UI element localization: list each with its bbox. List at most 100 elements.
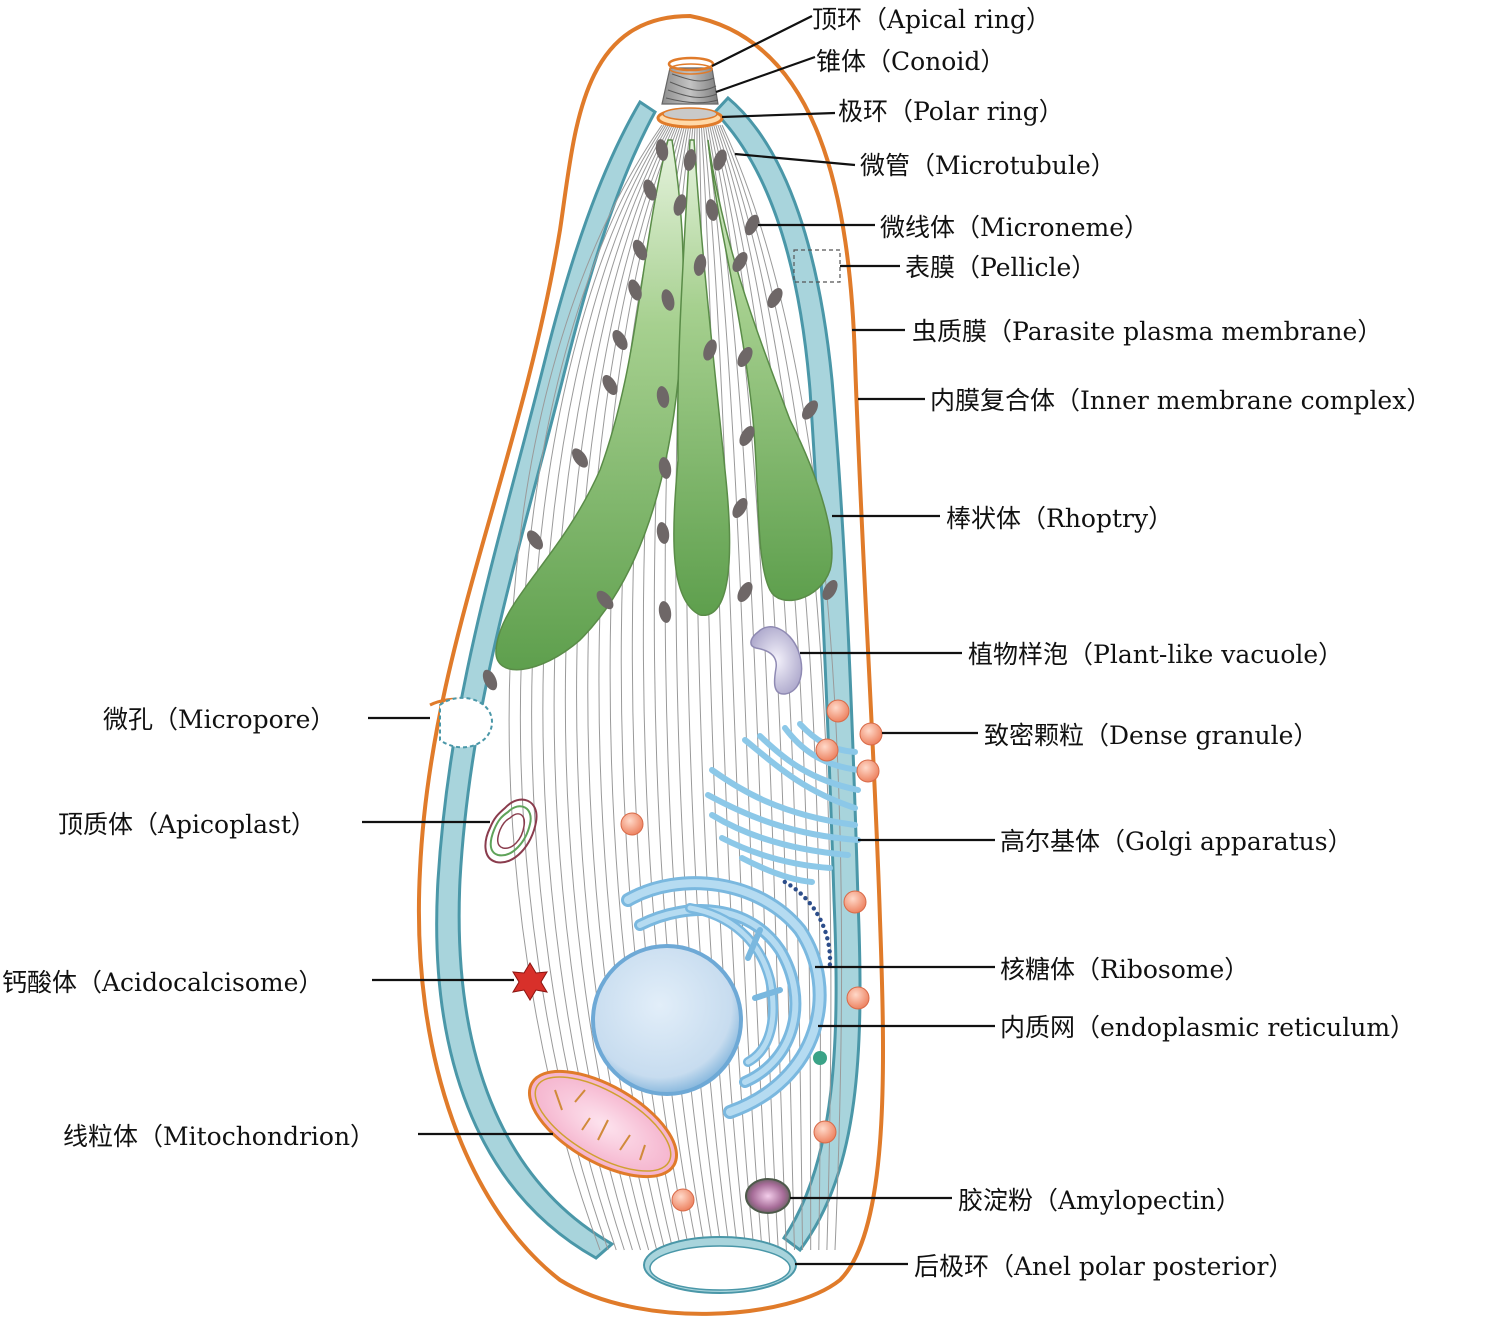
- ribosomes: [782, 879, 833, 967]
- acidocalcisome: [512, 962, 548, 1001]
- ribosome: [803, 896, 808, 901]
- ribosome: [793, 887, 798, 892]
- microtubule-strand: [719, 124, 832, 1251]
- microneme: [658, 601, 672, 623]
- microtubule-strand: [717, 124, 821, 1251]
- dense-granule: [813, 1120, 837, 1144]
- pellicle-marker: [793, 249, 841, 283]
- microneme: [527, 530, 543, 550]
- microtubule-strand: [704, 124, 771, 1251]
- inner-membrane-complex-right: [712, 95, 862, 1253]
- label-plasma-membrane: 虫质膜（Parasite plasma membrane）: [912, 317, 1382, 346]
- golgi-apparatus: [705, 721, 861, 885]
- microneme: [643, 179, 657, 201]
- ribosome: [827, 949, 832, 954]
- microneme: [683, 149, 697, 171]
- endoplasmic-reticulum: [621, 876, 827, 1119]
- microneme: [673, 194, 687, 216]
- microneme: [822, 580, 838, 600]
- dense-granule: [620, 812, 644, 836]
- microneme: [703, 339, 717, 361]
- label-ribosome: 核糖体（Ribosome）: [1000, 955, 1249, 984]
- microtubule-strand: [587, 124, 677, 1251]
- label-mitochondrion: 线粒体（Mitochondrion）: [63, 1122, 375, 1151]
- apicoplast: [484, 798, 538, 864]
- microneme: [737, 347, 753, 367]
- ribosome: [798, 891, 803, 896]
- microneme: [739, 426, 755, 446]
- dense-granule: [846, 986, 870, 1010]
- rhoptry-middle: [673, 139, 731, 616]
- label-amylopectin: 胶淀粉（Amylopectin）: [958, 1186, 1241, 1215]
- ribosome: [827, 962, 833, 967]
- ribosome: [788, 883, 793, 888]
- microneme: [656, 386, 670, 408]
- microtubule-strand: [721, 124, 843, 1251]
- posterior-polar-ring-hole: [649, 1245, 791, 1291]
- ribosome: [826, 942, 831, 947]
- microneme: [602, 375, 618, 395]
- label-posterior-ring: 后极环（Anel polar posterior）: [914, 1252, 1293, 1281]
- label-pellicle: 表膜（Pellicle）: [905, 253, 1096, 282]
- amylopectin: [745, 1178, 791, 1214]
- leader-conoid: [715, 55, 816, 94]
- label-inner-membrane: 内膜复合体（Inner membrane complex）: [930, 386, 1431, 415]
- label-golgi: 高尔基体（Golgi apparatus）: [1000, 827, 1353, 856]
- leader-microtubule: [734, 152, 856, 167]
- plant-like-vacuole: [750, 626, 803, 695]
- conoid: [661, 67, 719, 105]
- microneme: [693, 254, 707, 276]
- dense-granule: [859, 722, 883, 746]
- label-rhoptry: 棒状体（Rhoptry）: [946, 504, 1173, 533]
- apical-complex: [656, 56, 724, 129]
- label-apical-ring: 顶环（Apical ring）: [812, 5, 1051, 34]
- microneme: [737, 582, 753, 602]
- microneme: [767, 288, 783, 308]
- mitochondrion: [527, 1069, 679, 1179]
- inner-membrane-complex-left: [435, 99, 657, 1260]
- leader-lines: [362, 15, 995, 1266]
- leader-polar-ring: [721, 111, 836, 119]
- ribosome: [811, 906, 816, 911]
- label-apicoplast: 顶质体（Apicoplast）: [58, 810, 316, 839]
- apical-ring-inner: [669, 63, 713, 75]
- microneme: [632, 239, 648, 261]
- polar-ring-hole: [662, 107, 718, 121]
- microneme: [482, 669, 498, 691]
- label-polar-ring: 极环（Polar ring）: [838, 97, 1064, 126]
- microtubule-strand: [598, 124, 680, 1251]
- microneme: [802, 400, 818, 420]
- microneme: [732, 498, 748, 518]
- microneme: [572, 448, 588, 468]
- dense-granule: [671, 1188, 695, 1212]
- ribosome: [815, 911, 820, 917]
- label-dense-granule: 致密颗粒（Dense granule）: [984, 721, 1318, 750]
- ribosome: [821, 923, 826, 928]
- label-conoid: 锥体（Conoid）: [816, 47, 1005, 76]
- label-acidocalcisome: 钙酸体（Acidocalcisome）: [2, 968, 323, 997]
- microneme: [713, 149, 727, 171]
- microneme: [705, 199, 719, 221]
- label-micropore: 微孔（Micropore）: [103, 705, 335, 734]
- ribosome: [825, 936, 830, 941]
- label-microneme: 微线体（Microneme）: [880, 213, 1149, 242]
- dense-granule: [856, 759, 880, 783]
- label-microtubule: 微管（Microtubule）: [860, 151, 1116, 180]
- microneme: [744, 214, 760, 236]
- labels: 顶环（Apical ring） 锥体（Conoid） 极环（Polar ring…: [2, 5, 1431, 1281]
- apical-ring: [667, 56, 715, 72]
- microneme: [628, 279, 642, 301]
- dense-granules: [620, 699, 883, 1212]
- micropore: [439, 696, 494, 749]
- microneme: [732, 252, 748, 272]
- dense-granule: [843, 890, 867, 914]
- dense-granule: [815, 738, 839, 762]
- label-er: 内质网（endoplasmic reticulum）: [1000, 1013, 1415, 1042]
- microneme: [655, 139, 669, 161]
- ribosome: [827, 955, 833, 961]
- rhoptry-right: [707, 139, 833, 601]
- ribosome: [782, 879, 787, 885]
- microtubule-strand: [702, 124, 763, 1251]
- microneme: [658, 457, 672, 479]
